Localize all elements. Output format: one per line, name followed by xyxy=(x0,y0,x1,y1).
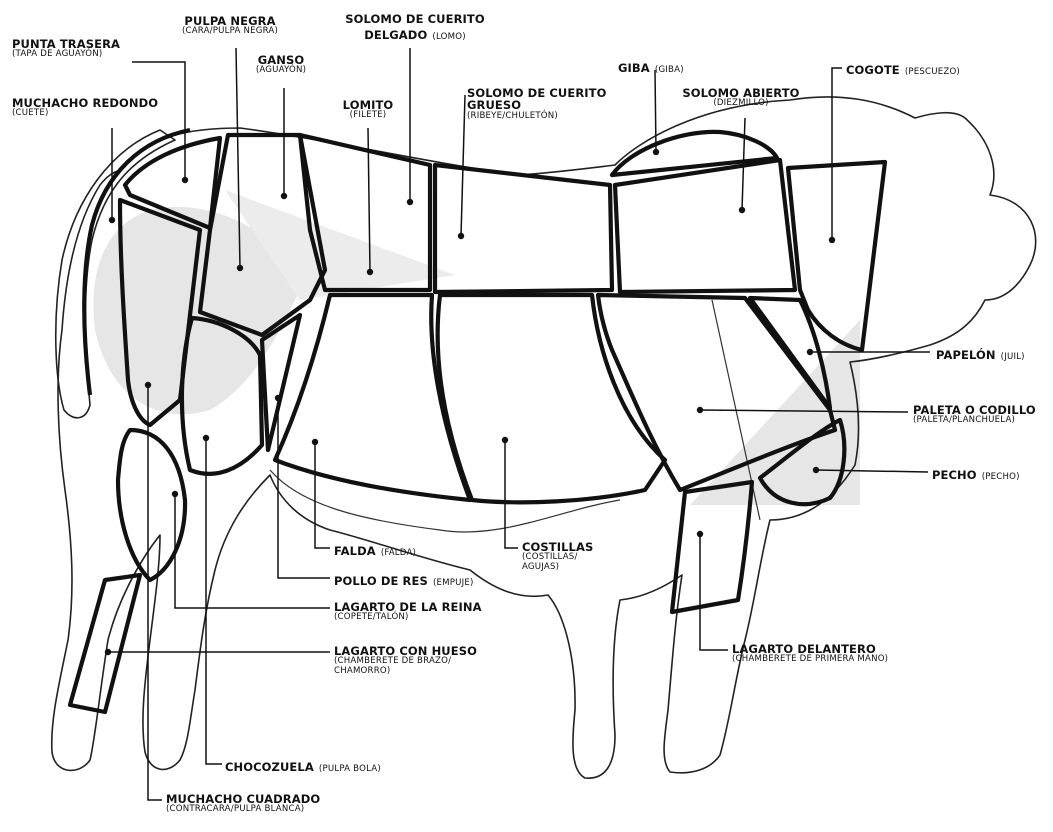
label-lagarto-reina: LAGARTO DE LA REINA (COPETE/TALÓN) xyxy=(334,601,482,623)
label-solomo-grueso: SOLOMO DE CUERITO GRUESO (RIBEYE/CHULETÓ… xyxy=(467,87,606,121)
label-name: GIBA xyxy=(618,61,650,75)
label-alt: (LOMO) xyxy=(432,32,465,42)
label-alt: (CONTRACARA/PULPA BLANCA) xyxy=(166,805,320,814)
label-name-line2: DELGADO xyxy=(364,28,427,42)
cut-papelon xyxy=(750,298,830,408)
cow-body-outline xyxy=(52,97,1036,778)
label-alt: (PULPA BOLA) xyxy=(319,764,381,774)
label-solomo-delgado: SOLOMO DE CUERITO DELGADO (LOMO) xyxy=(330,13,500,43)
label-alt: (CUETE) xyxy=(12,109,158,118)
label-name: POLLO DE RES xyxy=(334,574,428,588)
label-punta-trasera: PUNTA TRASERA (TAPA DE AGUAYÓN) xyxy=(12,38,120,60)
label-alt: (FILETE) xyxy=(330,111,406,120)
label-name: PAPELÓN xyxy=(936,348,996,362)
label-lagarto-hueso: LAGARTO CON HUESO (CHAMBERETE DE BRAZO/ … xyxy=(334,645,477,676)
label-alt-line2: AGUJAS) xyxy=(522,563,593,572)
label-name-line1: SOLOMO DE CUERITO xyxy=(330,13,500,25)
label-lomito: LOMITO (FILETE) xyxy=(330,99,406,121)
label-cogote: COGOTE (PESCUEZO) xyxy=(846,60,960,77)
cut-giba xyxy=(612,132,777,175)
label-pecho: PECHO (PECHO) xyxy=(932,465,1020,482)
label-alt: (TAPA DE AGUAYÓN) xyxy=(12,50,120,59)
label-name-line2: GRUESO xyxy=(467,99,606,111)
label-pulpa-negra: PULPA NEGRA (CARA/PULPA NEGRA) xyxy=(168,15,292,37)
label-alt: (DIEZMILLO) xyxy=(668,99,814,108)
cut-lagarto-hueso xyxy=(70,575,140,712)
label-alt: (RIBEYE/CHULETÓN) xyxy=(467,112,606,121)
label-alt: (JUIL) xyxy=(1001,352,1025,362)
cut-cogote xyxy=(788,162,885,350)
label-name: COGOTE xyxy=(846,63,900,77)
label-muchacho-redondo: MUCHACHO REDONDO (CUETE) xyxy=(12,97,158,119)
label-alt: (PESCUEZO) xyxy=(905,67,960,77)
label-alt: (PECHO) xyxy=(982,472,1020,482)
label-lagarto-delantero: LAGARTO DELANTERO (CHAMBERETE DE PRIMERA… xyxy=(732,643,888,665)
label-name: PECHO xyxy=(932,468,977,482)
label-papelon: PAPELÓN (JUIL) xyxy=(936,345,1025,362)
cut-pollo-de-res xyxy=(262,315,300,450)
cut-costillas xyxy=(438,295,665,502)
label-paleta: PALETA O CODILLO (PALETA/PLANCHUELA) xyxy=(913,404,1036,426)
label-pollo-de-res: POLLO DE RES (EMPUJE) xyxy=(334,571,474,588)
label-alt: (COPETE/TALÓN) xyxy=(334,613,482,622)
label-alt: (CHAMBERETE DE PRIMERA MANO) xyxy=(732,655,888,664)
label-name: CHOCOZUELA xyxy=(225,760,314,774)
cut-falda xyxy=(275,295,470,500)
label-falda: FALDA (FALDA) xyxy=(334,541,416,558)
label-muchacho-cuadrado: MUCHACHO CUADRADO (CONTRACARA/PULPA BLAN… xyxy=(166,793,320,815)
label-ganso: GANSO (AGUAYÓN) xyxy=(236,54,326,76)
label-alt: (FALDA) xyxy=(381,548,416,558)
label-giba: GIBA (GIBA) xyxy=(618,58,684,75)
label-alt: (GIBA) xyxy=(655,65,684,75)
label-costillas: COSTILLAS (COSTILLAS/ AGUJAS) xyxy=(522,541,593,572)
label-alt: (AGUAYÓN) xyxy=(236,66,326,75)
cut-solomo-abierto xyxy=(615,160,795,292)
label-alt: (CARA/PULPA NEGRA) xyxy=(168,27,292,36)
label-alt: (PALETA/PLANCHUELA) xyxy=(913,416,1036,425)
label-alt-line2: CHAMORRO) xyxy=(334,667,477,676)
label-solomo-abierto: SOLOMO ABIERTO (DIEZMILLO) xyxy=(668,87,814,109)
label-chocozuela: CHOCOZUELA (PULPA BOLA) xyxy=(225,757,381,774)
label-name: FALDA xyxy=(334,544,376,558)
label-alt: (EMPUJE) xyxy=(433,578,474,588)
